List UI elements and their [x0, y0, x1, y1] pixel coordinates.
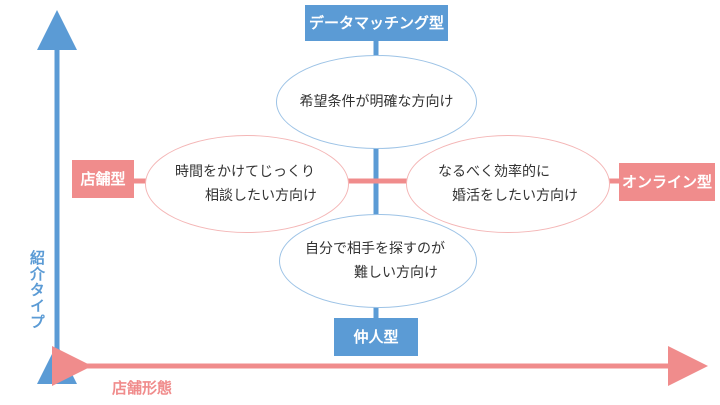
right-quadrant-line-2: 婚活をしたい方向け [452, 188, 578, 204]
right-endpoint-label: オンライン型 [621, 172, 712, 191]
left-endpoint-label: 店舗型 [80, 169, 126, 188]
right-endpoint-box: オンライン型 [619, 163, 715, 201]
bottom-quadrant-oval: 自分で相手を探すのが 難しい方向け [279, 214, 477, 308]
left-endpoint-box: 店舗型 [72, 160, 134, 198]
top-endpoint-label: データマッチング型 [308, 13, 444, 32]
bottom-quadrant-line-1: 自分で相手を探すのが [305, 241, 445, 257]
left-quadrant-oval: 時間をかけてじっくり 相談したい方向け [145, 135, 349, 233]
horizontal-axis-title: 店舗形態 [112, 379, 173, 397]
top-quadrant-oval: 希望条件が明確な方向け [276, 55, 477, 149]
bottom-quadrant-line-2: 難しい方向け [354, 265, 438, 281]
top-endpoint-box: データマッチング型 [305, 5, 448, 41]
right-quadrant-oval: なるべく効率的に 婚活をしたい方向け [406, 135, 610, 233]
bottom-endpoint-box: 仲人型 [334, 318, 418, 356]
vertical-axis-title: 紹介タイプ [28, 250, 46, 330]
left-quadrant-line-2: 相談したい方向け [205, 188, 317, 204]
bottom-endpoint-label: 仲人型 [353, 327, 399, 346]
top-quadrant-line-1: 希望条件が明確な方向け [299, 94, 454, 110]
right-quadrant-line-1: なるべく効率的に [438, 164, 550, 180]
left-quadrant-line-1: 時間をかけてじっくり [175, 164, 315, 180]
